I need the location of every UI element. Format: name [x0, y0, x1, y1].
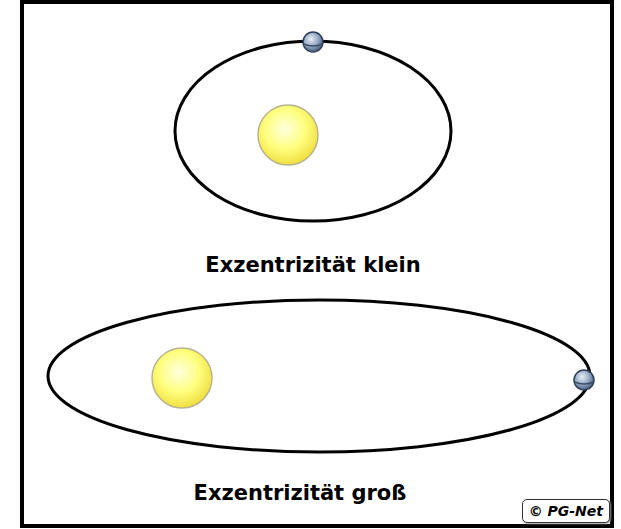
frame-border — [22, 2, 612, 526]
planet — [574, 370, 594, 390]
orbit-ellipse — [48, 300, 590, 452]
caption-label: Exzentrizität groß — [194, 481, 407, 505]
watermark-text: © PG-Net — [529, 503, 603, 519]
orbit-ellipse — [175, 41, 451, 221]
planet — [303, 32, 323, 52]
sun — [152, 348, 212, 408]
sun — [258, 105, 318, 165]
caption-label: Exzentrizität klein — [205, 253, 420, 277]
watermark-box: © PG-Net — [522, 499, 610, 523]
